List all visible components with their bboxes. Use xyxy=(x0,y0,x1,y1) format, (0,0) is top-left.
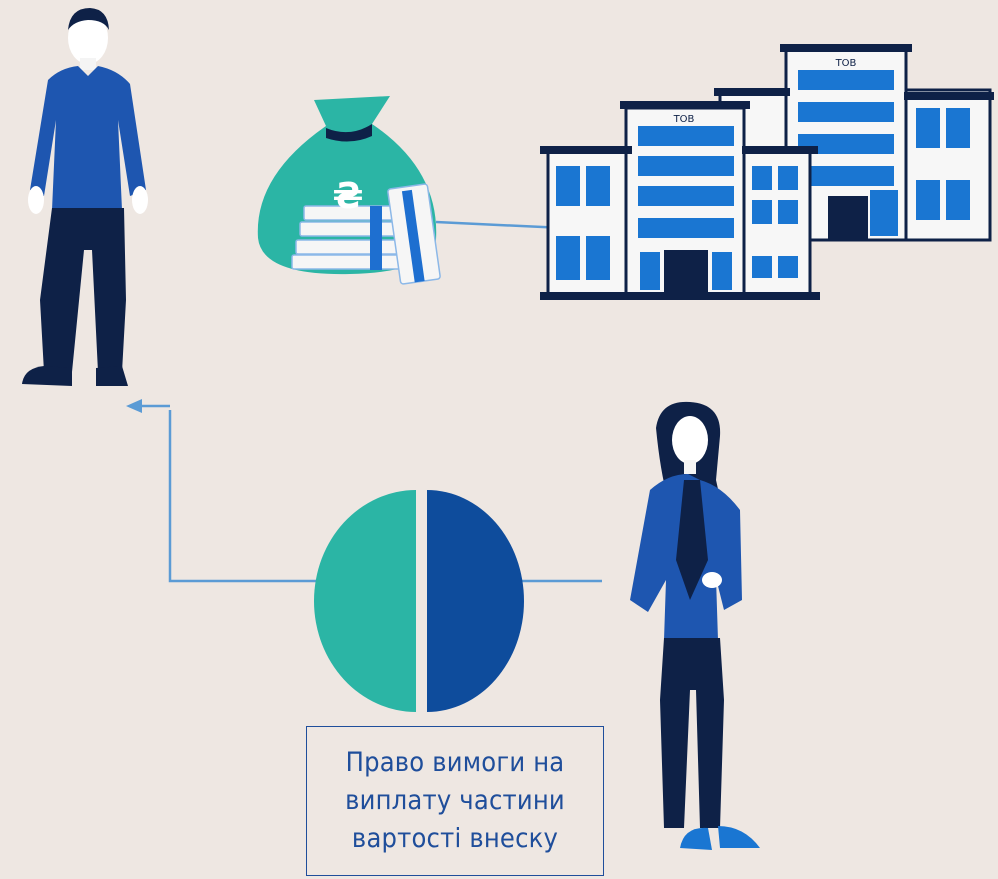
man-neck xyxy=(80,58,96,70)
share-right-half xyxy=(427,490,524,712)
woman-hand xyxy=(702,572,722,588)
cash-stacks xyxy=(291,183,441,285)
share-left-half xyxy=(314,490,416,712)
man-left-shoe xyxy=(22,366,72,386)
man-pants xyxy=(40,208,126,372)
caption-line-1: Право вимоги на xyxy=(345,747,565,778)
building-front: ТОВ xyxy=(540,101,820,300)
woman-pants xyxy=(660,638,724,828)
claim-caption-box: Право вимоги на виплату частини вартості… xyxy=(306,726,604,876)
woman-left-shoe xyxy=(680,827,712,850)
caption-line-2: виплату частини xyxy=(345,785,565,816)
building-back-sign: ТОВ xyxy=(835,58,857,69)
money-illustration: ₴ xyxy=(257,96,441,285)
man-left-hand xyxy=(28,186,44,214)
woman-neck xyxy=(684,460,696,474)
money-bag-tie xyxy=(326,124,372,142)
man-right-shoe xyxy=(96,366,128,386)
share-split-circle xyxy=(314,490,524,712)
building-front-sign: ТОВ xyxy=(673,114,695,125)
man-hair xyxy=(68,8,109,30)
woman-top xyxy=(676,480,708,600)
claim-arrow-to-man xyxy=(126,399,316,583)
woman-right-shoe xyxy=(718,826,760,848)
company-buildings: ТОВ ТОВ xyxy=(540,44,994,300)
man-head xyxy=(68,12,108,64)
woman-figure xyxy=(630,401,760,850)
man-right-hand xyxy=(132,186,148,214)
caption-line-3: вартості внеску xyxy=(351,823,559,854)
man-figure xyxy=(22,8,148,386)
man-sweater xyxy=(30,66,146,210)
woman-face xyxy=(672,416,708,464)
currency-symbol: ₴ xyxy=(333,176,364,217)
